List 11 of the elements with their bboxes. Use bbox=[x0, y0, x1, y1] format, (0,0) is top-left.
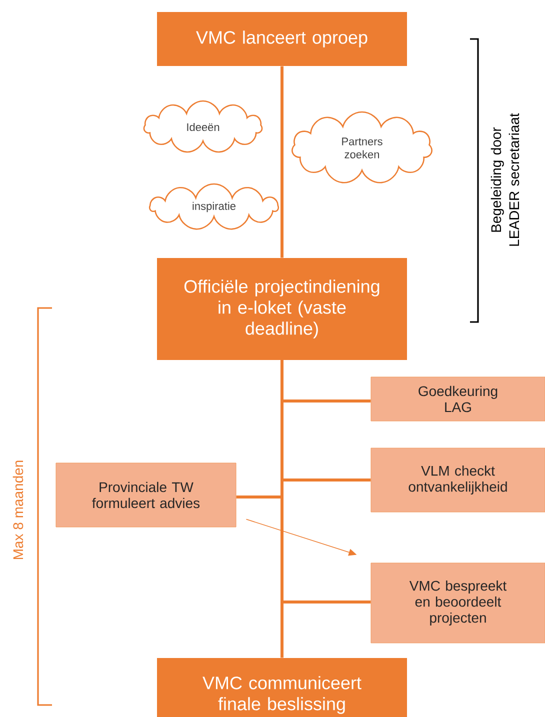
connector-line bbox=[280, 360, 284, 658]
step-box: VLM checkt ontvankelijkheid bbox=[370, 448, 545, 512]
step-box: VMC bespreekt en beoordeelt projecten bbox=[370, 562, 545, 644]
connector-line bbox=[280, 66, 284, 258]
step-box: Provinciale TW formuleert advies bbox=[56, 462, 236, 528]
process-box: VMC lanceert oproep bbox=[157, 12, 407, 66]
side-label: Begeleiding door LEADER secretariaat bbox=[490, 113, 520, 246]
process-box: VMC communiceert finale beslissing bbox=[157, 658, 407, 717]
side-label: Max 8 maanden bbox=[12, 460, 24, 560]
step-box: Goedkeuring LAG bbox=[370, 376, 545, 422]
process-box: Officiële projectindiening in e-loket (vaste deadline) bbox=[157, 258, 407, 360]
